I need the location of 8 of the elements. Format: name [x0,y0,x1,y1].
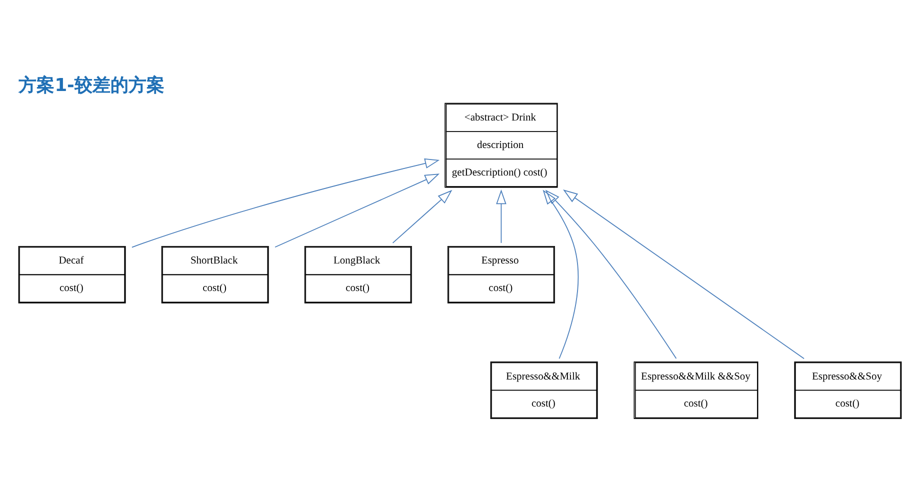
arrow [563,189,804,359]
diagram-title: 方案1-较差的方案 [18,74,164,96]
arrow [542,189,579,359]
arrow [545,189,677,358]
arrow [496,188,506,243]
arrow [392,189,452,243]
arrow [274,173,440,248]
arrow [132,158,440,248]
